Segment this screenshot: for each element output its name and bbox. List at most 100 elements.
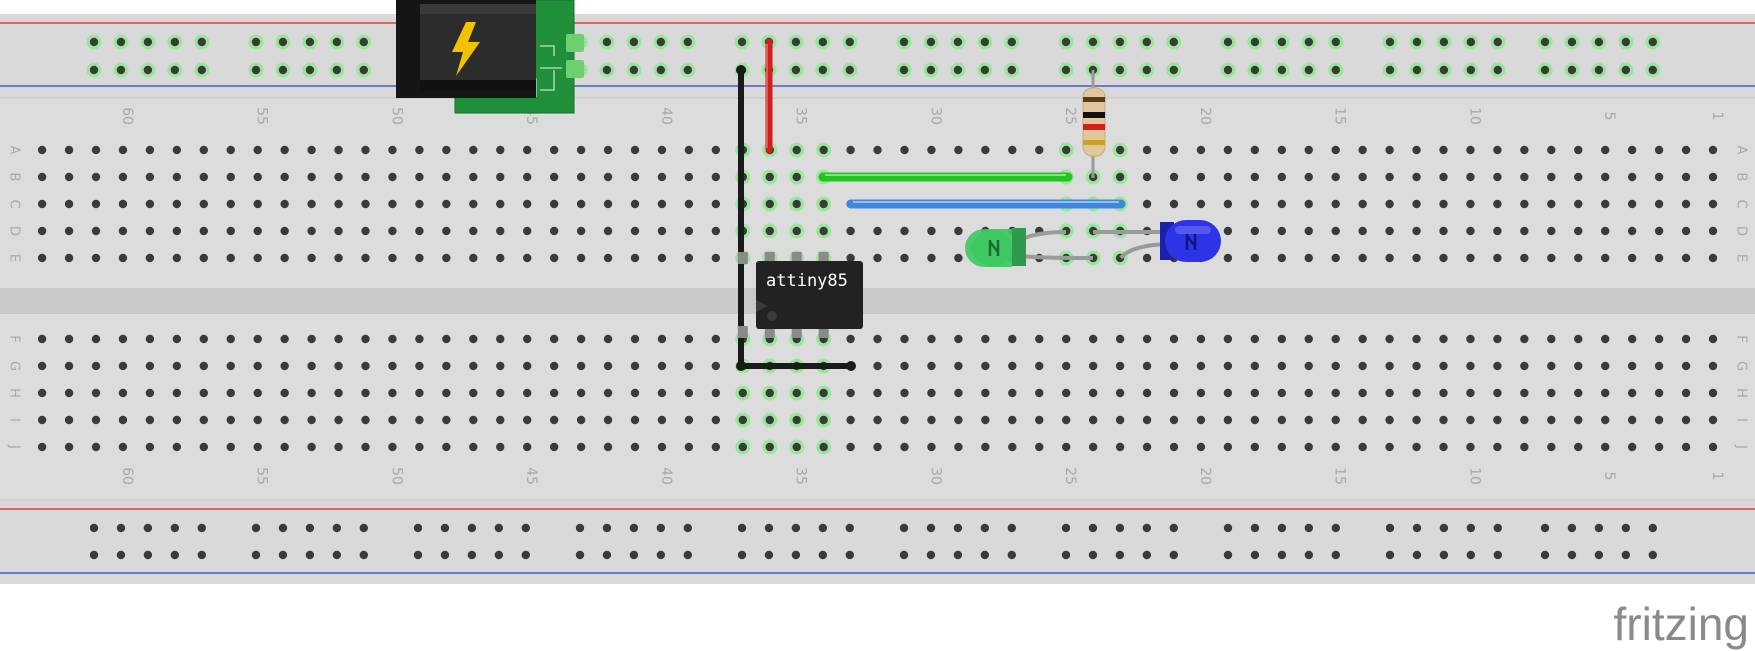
breadboard-hole [1627, 388, 1637, 398]
breadboard-hole [307, 442, 316, 452]
breadboard-hole [1304, 37, 1314, 47]
breadboard-hole [1547, 172, 1556, 182]
breadboard-hole [1062, 361, 1071, 371]
breadboard-hole [1304, 361, 1313, 371]
breadboard-hole [656, 550, 666, 560]
chip-pin [818, 326, 829, 338]
breadboard-hole [199, 361, 208, 371]
breadboard-hole [1594, 523, 1604, 533]
breadboard-hole [1654, 334, 1664, 344]
breadboard-hole [172, 145, 182, 155]
breadboard-hole [602, 550, 612, 560]
breadboard-hole [1540, 37, 1550, 47]
breadboard-hole [1493, 334, 1502, 344]
breadboard-hole [1142, 37, 1152, 47]
breadboard-hole [361, 361, 370, 371]
breadboard-hole [1223, 415, 1233, 425]
breadboard-hole [172, 226, 182, 236]
breadboard-hole [361, 145, 370, 155]
breadboard-hole [1277, 334, 1287, 344]
breadboard-hole [1331, 361, 1340, 371]
breadboard-hole [576, 253, 586, 263]
breadboard-hole [899, 65, 909, 75]
breadboard-hole [442, 415, 451, 425]
breadboard-hole [199, 199, 208, 209]
breadboard-hole [64, 334, 74, 344]
row-letter: E [7, 254, 22, 262]
breadboard-hole [927, 226, 936, 236]
breadboard-hole [1654, 199, 1664, 209]
breadboard-hole [684, 361, 694, 371]
leds [965, 220, 1221, 267]
breadboard-hole [1627, 199, 1637, 209]
breadboard-hole [1493, 172, 1502, 182]
breadboard-hole [1412, 523, 1422, 533]
breadboard-hole [253, 253, 262, 263]
row-letter: J [1734, 444, 1749, 449]
breadboard-hole [819, 415, 828, 425]
breadboard-hole [91, 415, 101, 425]
breadboard-hole [1331, 226, 1340, 236]
breadboard-hole [1115, 388, 1125, 398]
power-jack [396, 0, 584, 114]
breadboard-hole [442, 388, 451, 398]
breadboard-hole [1439, 226, 1448, 236]
breadboard-hole [1708, 253, 1718, 263]
breadboard-hole [1412, 199, 1421, 209]
breadboard-hole [549, 388, 559, 398]
breadboard-hole [1250, 523, 1260, 533]
breadboard-hole [1169, 37, 1179, 47]
breadboard-hole [1007, 523, 1016, 533]
breadboard-hole [1331, 172, 1340, 182]
breadboard-hole [603, 388, 613, 398]
breadboard-hole [199, 226, 208, 236]
row-letter: H [1734, 388, 1749, 398]
breadboard-hole [64, 226, 74, 236]
breadboard-hole [1088, 253, 1098, 263]
breadboard-hole [765, 226, 774, 236]
breadboard-hole [1627, 361, 1637, 371]
chip-label: attiny85 [766, 271, 848, 291]
breadboard-hole [1520, 388, 1529, 398]
breadboard-hole [1088, 37, 1098, 47]
breadboard-hole [226, 361, 235, 371]
breadboard-hole [1574, 253, 1583, 263]
breadboard-hole [307, 226, 316, 236]
breadboard-hole [91, 442, 101, 452]
breadboard-hole [1142, 172, 1152, 182]
breadboard-hole [737, 523, 747, 533]
breadboard-hole [657, 172, 667, 182]
breadboard-hole [1601, 172, 1610, 182]
breadboard-hole [1223, 334, 1233, 344]
breadboard-hole [549, 442, 559, 452]
breadboard-hole [1574, 334, 1583, 344]
breadboard-hole [1115, 334, 1125, 344]
breadboard-hole [738, 442, 747, 452]
breadboard-hole [1648, 550, 1658, 560]
breadboard-hole [711, 199, 721, 209]
breadboard-hole [388, 253, 397, 263]
breadboard-hole [469, 199, 478, 209]
breadboard-hole [91, 388, 101, 398]
breadboard-hole [630, 253, 640, 263]
breadboard-hole [630, 145, 640, 155]
breadboard-hole [549, 361, 559, 371]
breadboard-hole [226, 334, 235, 344]
breadboard-hole [1385, 334, 1394, 344]
breadboard-hole [927, 415, 936, 425]
breadboard-hole [496, 442, 505, 452]
breadboard-hole [116, 523, 126, 533]
breadboard-hole [1574, 226, 1583, 236]
breadboard-hole [1035, 388, 1044, 398]
chip-pin [791, 252, 802, 264]
breadboard-hole [1594, 37, 1604, 47]
breadboard-hole [280, 388, 289, 398]
breadboard-hole [1250, 199, 1260, 209]
breadboard-hole [765, 388, 774, 398]
breadboard-hole [278, 37, 288, 47]
breadboard-hole [738, 388, 747, 398]
breadboard-hole [1358, 361, 1367, 371]
breadboard-hole [521, 550, 530, 560]
column-number: 10 [1466, 467, 1482, 485]
breadboard-hole [145, 253, 155, 263]
